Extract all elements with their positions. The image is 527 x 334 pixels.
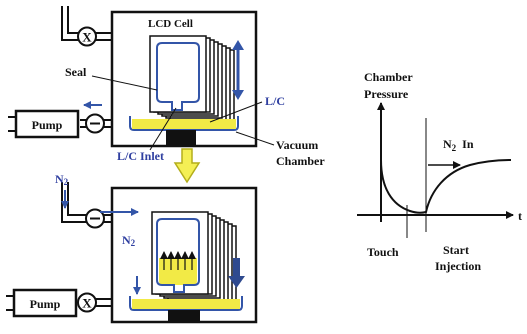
top-inlet-pipe (61, 6, 112, 41)
vacuum-chamber-label-line1: Vacuum (276, 138, 318, 152)
y-axis-label-line2: Pressure (364, 87, 409, 101)
pressure-curve (380, 159, 512, 214)
bottom-seal (156, 218, 200, 293)
filling-arrows (160, 251, 196, 270)
bottom-stage-base (168, 310, 200, 322)
top-lcd-cell-stack (149, 35, 235, 125)
bottom-lower-arrow-big (228, 258, 245, 288)
lc-inlet-label: L/C Inlet (117, 149, 164, 163)
top-valve-symbol: X (82, 30, 92, 45)
bottom-apparatus: N2 N2 X Pump (6, 172, 258, 324)
touch-label: Touch (367, 245, 399, 259)
vacuum-chamber-label-line2: Chamber (276, 154, 325, 168)
top-valve-open (85, 113, 105, 134)
n2-inside-label: N2 (122, 233, 136, 248)
transition-arrow (173, 148, 201, 184)
lcd-cell-label: LCD Cell (148, 18, 193, 30)
top-valve-closed: X (77, 26, 97, 47)
bottom-cell-liquid (159, 258, 197, 285)
bottom-valve-closed: X (77, 292, 97, 313)
bottom-n2-pipe (61, 182, 112, 223)
top-lc-liquid (132, 119, 236, 129)
top-stage-base (166, 130, 196, 146)
lc-label: L/C (265, 94, 285, 108)
top-pump-pipe (80, 119, 112, 128)
bottom-valve-symbol: X (82, 296, 92, 311)
top-pump-label: Pump (32, 118, 63, 132)
x-axis-label: t (518, 209, 522, 223)
top-pump-box (14, 109, 80, 139)
bottom-pump-box (12, 288, 78, 318)
top-seal (156, 42, 200, 111)
bottom-pump-label: Pump (30, 297, 61, 311)
start-injection-line2: Injection (435, 259, 481, 273)
top-apparatus: X Pump (8, 6, 325, 168)
bottom-lc-liquid (132, 299, 240, 309)
bottom-valve-open (85, 208, 105, 229)
start-injection-line1: Start (443, 243, 469, 257)
seal-label: Seal (65, 65, 87, 79)
y-axis-label-line1: Chamber (364, 70, 413, 84)
n2-left-label: N2 (55, 172, 69, 187)
